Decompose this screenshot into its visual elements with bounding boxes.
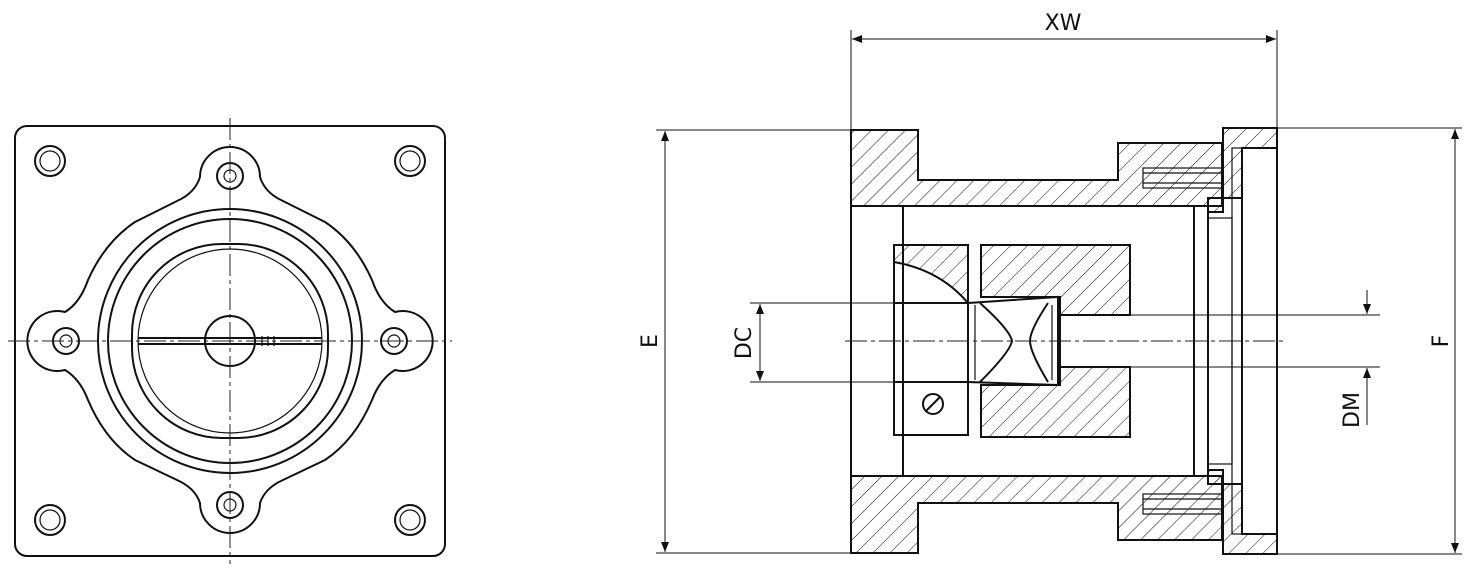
- dimension-dc: DC: [732, 302, 968, 383]
- section-view: [845, 127, 1285, 555]
- dim-label-f: F: [1429, 335, 1454, 348]
- dim-label-dm: DM: [1340, 392, 1365, 428]
- dimension-dm: DM: [1100, 290, 1380, 428]
- dim-label-e: E: [638, 334, 663, 348]
- dimension-e: E: [638, 129, 851, 554]
- screws: [1142, 167, 1223, 515]
- dimension-f: F: [1277, 127, 1462, 555]
- left-collet-hatch: [893, 244, 969, 306]
- dim-label-dc: DC: [732, 327, 757, 359]
- front-view: [8, 118, 452, 564]
- left-flange-section: [850, 129, 1223, 207]
- lobed-flange: [26, 146, 434, 534]
- corner-holes: [34, 145, 426, 536]
- collet-insert: [967, 295, 1059, 387]
- right-block-hatch: [980, 244, 1131, 316]
- dimension-xw: XW: [850, 11, 1278, 130]
- dim-label-xw: XW: [1045, 11, 1082, 36]
